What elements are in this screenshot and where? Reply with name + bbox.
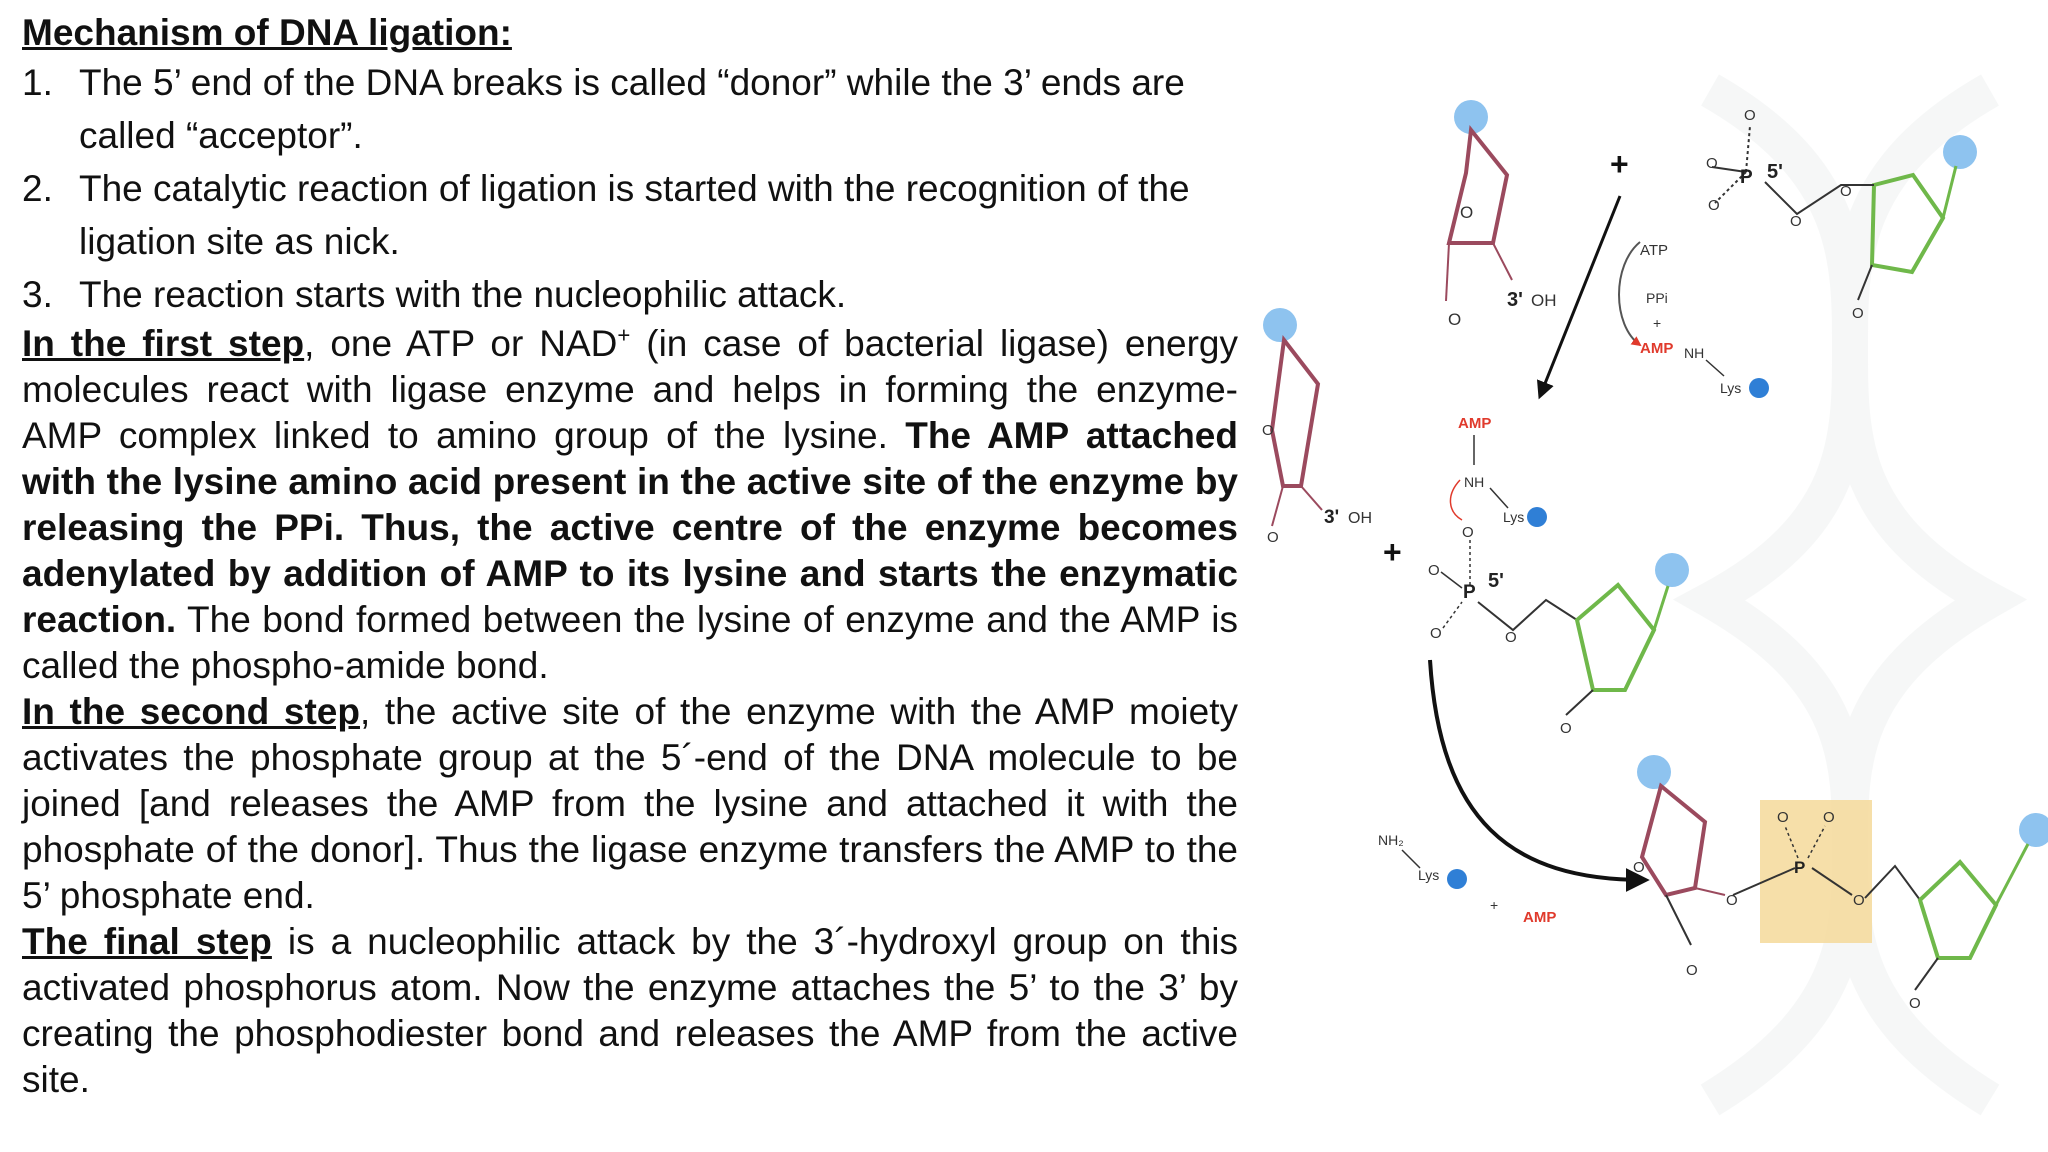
oxygen-label: O (1430, 625, 1442, 642)
oxygen-label: O (1790, 213, 1802, 230)
three-prime-label: 3' (1324, 507, 1339, 528)
phosphorus-label: P (1794, 858, 1805, 877)
first-step-bold-text: The AMP attached with the lysine amino a… (22, 415, 1238, 640)
final-step-heading: The final step (22, 921, 272, 962)
ring-oxygen-label: O (1633, 859, 1645, 876)
first-step-text-a: , one ATP or NAD (304, 323, 618, 364)
first-step-text-c: The bond formed between the lysine of en… (22, 599, 1238, 686)
acceptor-sugar-ring (1446, 125, 1510, 245)
first-step-heading: In the first step (22, 323, 305, 364)
ligase-enzyme-top: Lys (1720, 352, 1795, 425)
item-number: 1. (22, 62, 53, 103)
page-title: Mechanism of DNA ligation: (22, 12, 512, 53)
oxygen-label: O (1428, 562, 1440, 579)
donor-sugar-ring (1869, 172, 1946, 275)
nh2-label: NH₂ (1378, 832, 1404, 848)
item-text: The catalytic reaction of ligation is st… (79, 168, 1190, 262)
second-step-text: , the active site of the enzyme with the… (22, 691, 1238, 916)
phosphorus-label: P (1463, 582, 1476, 603)
hydroxyl-label: OH (1348, 510, 1372, 527)
dna-helix-watermark (1672, 74, 2028, 1116)
second-step-paragraph: In the second step, the active site of t… (22, 689, 1238, 919)
atp-label: ATP (1640, 242, 1668, 259)
donor-nucleotide-top: P 5' O O O O O O (1706, 107, 1977, 322)
ppi-label: PPi (1646, 290, 1668, 306)
oxygen-label: O (1708, 197, 1720, 214)
oxygen-label: O (1462, 524, 1474, 541)
acceptor-nucleotide-middle: O O 3' OH (1262, 308, 1372, 546)
item-number: 2. (22, 168, 53, 209)
released-enzyme: NH₂ Lys + AMP (1378, 832, 1556, 926)
second-step-heading: In the second step (22, 691, 360, 732)
plus-sign: + (1653, 315, 1661, 331)
oxygen-label: O (1267, 529, 1279, 546)
item-number: 3. (22, 274, 53, 315)
final-step-paragraph: The final step is a nucleophilic attack … (22, 919, 1238, 1103)
list-item: 1. The 5’ end of the DNA breaks is called… (22, 56, 1238, 162)
oxygen-label: O (1706, 155, 1718, 172)
final-step-text: is a nucleophilic attack by the 3´-hydro… (22, 921, 1238, 1100)
oxygen-label: O (1560, 720, 1572, 737)
ligation-diagram-svg: O O 3' OH + P 5' O O O O O O ATP PPi + A… (1262, 74, 2048, 1116)
oxygen-label: O (1726, 892, 1738, 909)
oxygen-label: O (1852, 305, 1864, 322)
nh-label: NH (1684, 345, 1704, 361)
nh-label: NH (1464, 474, 1484, 490)
oxygen-label: O (1853, 892, 1865, 909)
oxygen-label: O (1823, 809, 1835, 826)
ligation-diagram: O O 3' OH + P 5' O O O O O O ATP PPi + A… (1250, 0, 2048, 1152)
lysine-label: Lys (1720, 380, 1741, 396)
atp-activation: ATP PPi + AMP NH (1536, 195, 1725, 400)
lysine-site (1749, 378, 1769, 398)
five-prime-label: 5' (1488, 570, 1504, 592)
donor-sugar-ring (1574, 582, 1657, 692)
ligated-product: O O O O O P O O (1633, 755, 2048, 1012)
acceptor-sugar-ring (1269, 334, 1321, 488)
base-circle (2019, 813, 2048, 847)
five-prime-label: 5' (1767, 161, 1783, 183)
plus-sign: + (1610, 146, 1629, 182)
item-text: The 5’ end of the DNA breaks is called “… (79, 62, 1185, 156)
steps-list: 1. The 5’ end of the DNA breaks is called… (22, 56, 1238, 321)
acceptor-nucleotide-top: O O 3' OH (1445, 100, 1557, 329)
lysine-label: Lys (1418, 867, 1439, 883)
plus-sign: + (1383, 534, 1402, 570)
reaction-arrow (1428, 659, 1650, 892)
amp-label: AMP (1458, 415, 1491, 432)
oxygen-label: O (1744, 107, 1756, 124)
ring-oxygen-label: O (1460, 203, 1473, 222)
lysine-site (1447, 869, 1467, 889)
three-prime-label: 3' (1507, 289, 1523, 311)
oxygen-label: O (1448, 310, 1461, 329)
lysine-site (1527, 507, 1547, 527)
oxygen-label: O (1840, 183, 1852, 200)
oxygen-label: O (1909, 995, 1921, 1012)
acceptor-sugar-ring (1639, 782, 1708, 898)
donor-sugar-ring (1917, 859, 1999, 960)
oxygen-label: O (1505, 629, 1517, 646)
ring-oxygen-label: O (1262, 422, 1274, 439)
lysine-label: Lys (1503, 509, 1524, 525)
base-circle (1263, 308, 1297, 342)
base-circle (1943, 135, 1977, 169)
phosphorus-label: P (1740, 167, 1753, 188)
item-text: The reaction starts with the nucleophili… (79, 274, 847, 315)
list-item: 3. The reaction starts with the nucleophi… (22, 268, 1238, 321)
first-step-text-b: (in case of bacterial ligase) energy mol… (22, 323, 1238, 456)
hydroxyl-label: OH (1531, 291, 1557, 310)
amp-label: AMP (1640, 340, 1673, 357)
list-item: 2. The catalytic reaction of ligation is … (22, 162, 1238, 268)
text-column: Mechanism of DNA ligation: 1. The 5’ end … (22, 10, 1238, 1103)
oxygen-label: O (1686, 962, 1698, 979)
adenylated-donor-middle: AMP NH Lys O P 5' O O O O (1428, 415, 1689, 737)
first-step-paragraph: In the first step, one ATP or NAD+ (in c… (22, 321, 1238, 689)
base-circle (1637, 755, 1671, 789)
plus-sign: + (1490, 897, 1498, 913)
base-circle (1655, 553, 1689, 587)
base-circle (1454, 100, 1488, 134)
nad-superscript: + (617, 322, 631, 348)
oxygen-label: O (1777, 809, 1789, 826)
amp-label: AMP (1523, 909, 1556, 926)
